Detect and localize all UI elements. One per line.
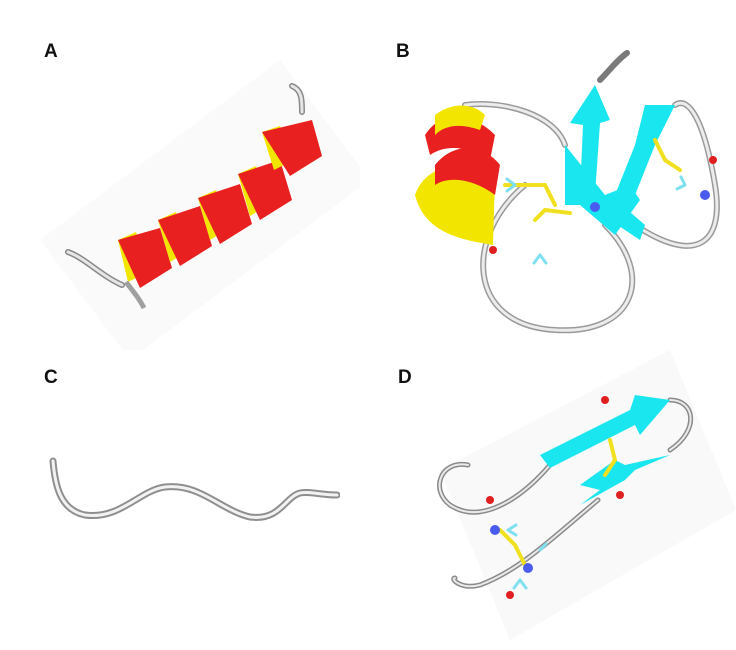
panel-a-helix-image xyxy=(40,40,360,350)
panel-d-backdrop xyxy=(440,350,736,640)
panel-b-beta-sheet xyxy=(565,85,675,240)
panel-c-coil-image xyxy=(45,455,340,535)
panel-b-structure-image xyxy=(405,45,736,335)
panel-b-helix xyxy=(415,106,500,245)
panel-label-c: C xyxy=(44,367,58,389)
panel-c-coil xyxy=(53,461,337,517)
panel-d-hairpin-image xyxy=(420,340,736,645)
panel-label-d: D xyxy=(398,367,412,389)
